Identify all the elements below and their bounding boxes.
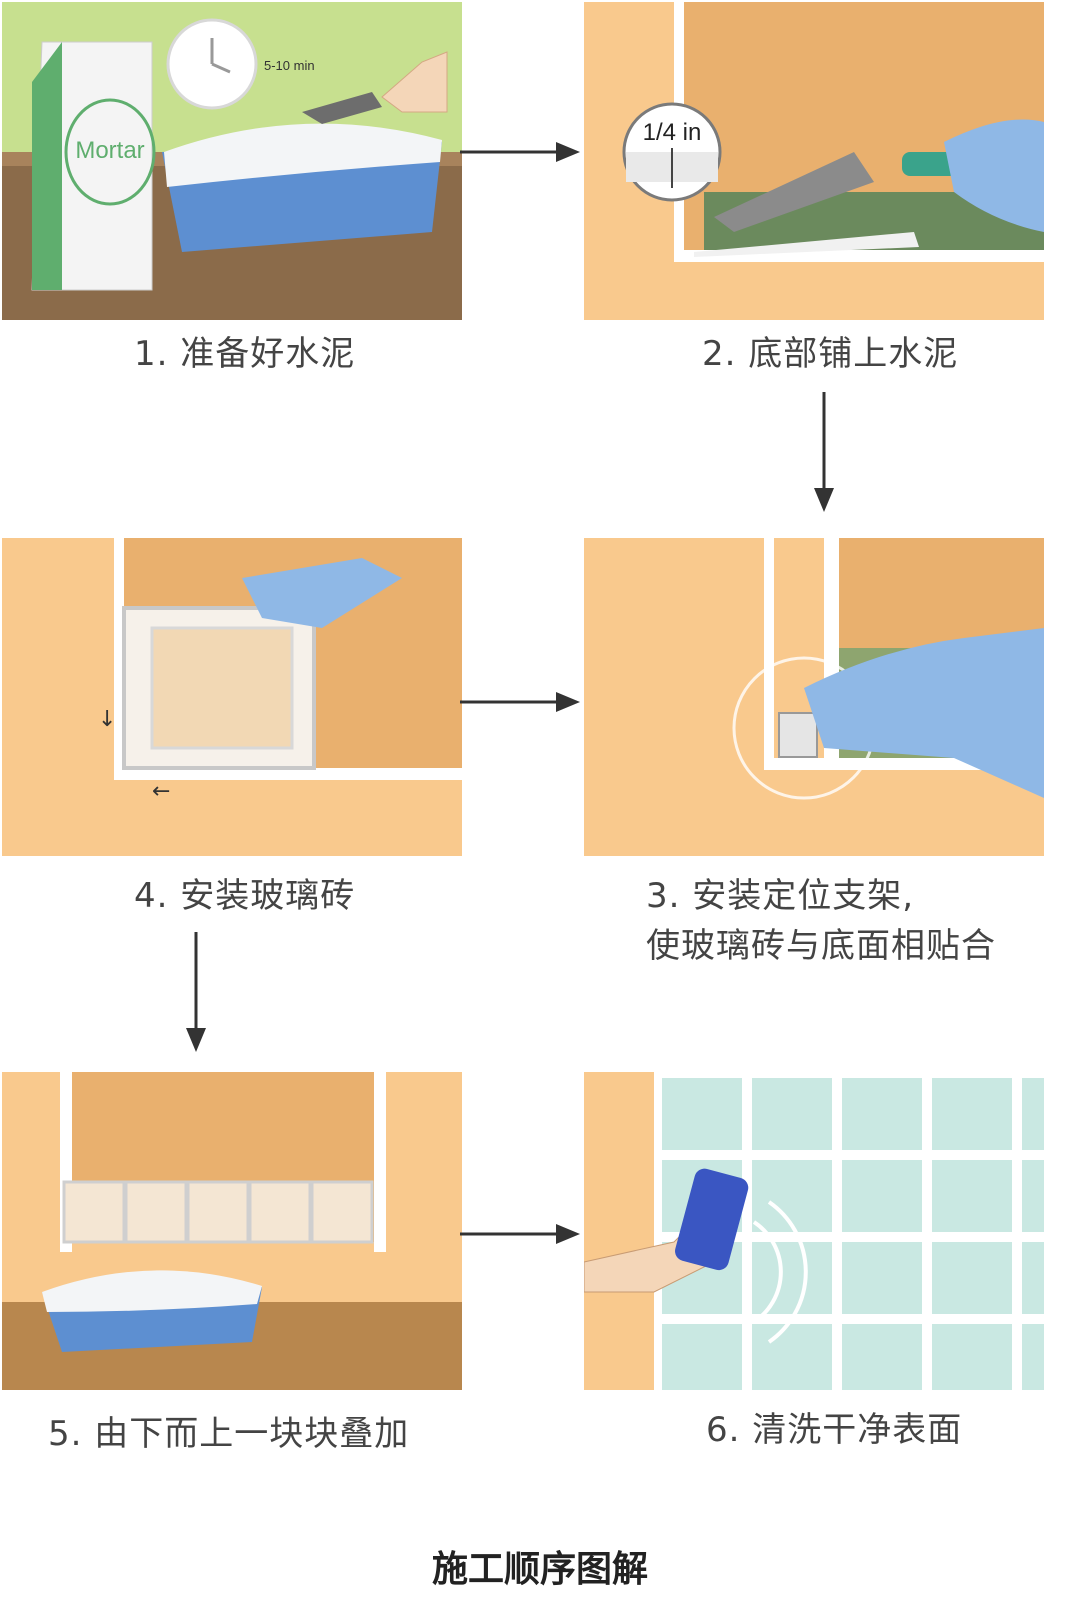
step4-illustration: ↓ ←: [2, 538, 462, 856]
measure-label: 1/4 in: [643, 119, 702, 146]
step2-caption: 2. 底部铺上水泥: [702, 334, 959, 374]
right-arrow-icon: [460, 1224, 580, 1244]
positioning-bracket: [778, 712, 818, 758]
step5-caption: 5. 由下而上一块块叠加: [48, 1414, 410, 1454]
right-arrow-icon: [460, 142, 580, 162]
timer-label: 5-10 min: [264, 58, 315, 73]
mortar-bag: Mortar: [31, 41, 156, 291]
clock-icon: [166, 18, 258, 110]
step3-caption: 3. 安装定位支架,: [646, 876, 915, 916]
step3-illustration: [584, 538, 1044, 856]
step6-caption: 6. 清洗干净表面: [706, 1410, 963, 1450]
step3-caption-line2: 使玻璃砖与底面相贴合: [646, 926, 996, 966]
bag-label: Mortar: [75, 137, 144, 164]
measure-callout: 1/4 in: [622, 102, 722, 202]
left-arrow-icon: ←: [152, 779, 170, 804]
glass-wall: [662, 1078, 1044, 1390]
step5-illustration: [2, 1072, 462, 1390]
sponge: [675, 1168, 749, 1271]
footer-title: 施工顺序图解: [431, 1549, 648, 1590]
down-arrow-icon: ↓: [98, 707, 116, 732]
step6-illustration: [584, 1072, 1044, 1390]
down-arrow-icon: [186, 932, 206, 1052]
glass-block-row: [62, 1180, 374, 1244]
glass-block: [122, 606, 316, 770]
down-arrow-icon: [814, 392, 834, 512]
step4-caption: 4. 安装玻璃砖: [134, 876, 356, 916]
step2-illustration: 1/4 in: [584, 2, 1044, 320]
step1-caption: 1. 准备好水泥: [134, 334, 356, 374]
right-arrow-icon: [460, 692, 580, 712]
step1-illustration: Mortar 5-10 min: [2, 2, 462, 320]
